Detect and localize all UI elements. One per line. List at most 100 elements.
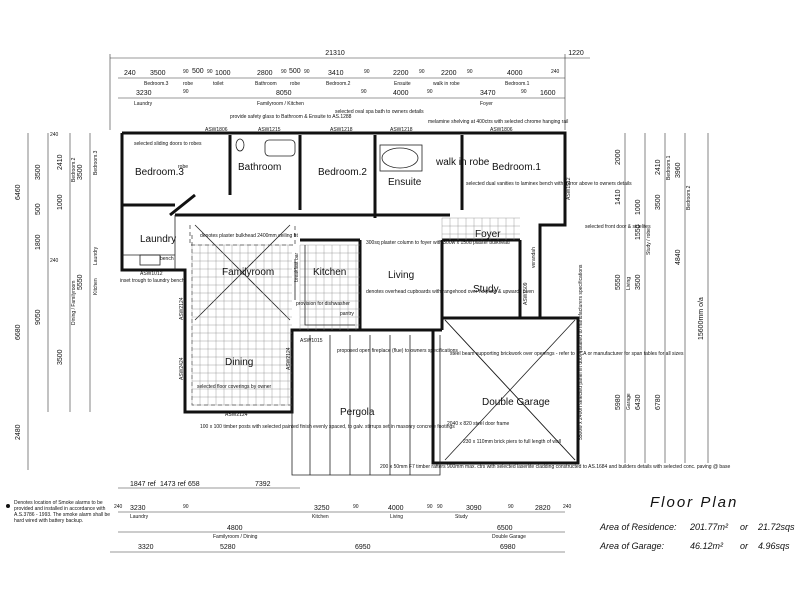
smoke-alarm-legend: Denotes location of Smoke alarms to be p… — [6, 500, 111, 524]
note-floor-cover: selected floor coverings by owner — [197, 384, 272, 390]
svg-text:90: 90 — [183, 504, 189, 510]
svg-text:1000: 1000 — [57, 194, 64, 210]
svg-text:Garage: Garage — [626, 393, 632, 410]
area-or-2: or — [740, 541, 749, 551]
svg-text:90: 90 — [304, 69, 310, 75]
svg-text:3230: 3230 — [136, 90, 152, 97]
kitchen-pantry: pantry — [340, 311, 354, 317]
pergola-structure — [291, 335, 441, 476]
svg-text:Living: Living — [390, 514, 403, 520]
svg-text:1800: 1800 — [35, 234, 42, 250]
svg-text:ASW2124: ASW2124 — [179, 297, 185, 320]
svg-text:1473 ref: 1473 ref — [160, 481, 186, 488]
svg-text:6460: 6460 — [15, 184, 22, 200]
room-bedroom2: Bedroom.2 — [318, 167, 367, 178]
svg-text:3320: 3320 — [138, 544, 154, 551]
svg-text:3500: 3500 — [77, 164, 84, 180]
svg-text:4000: 4000 — [388, 505, 404, 512]
svg-text:2800: 2800 — [257, 70, 273, 77]
svg-text:240: 240 — [124, 70, 136, 77]
room-living: Living — [388, 270, 414, 281]
svg-text:90: 90 — [419, 69, 425, 75]
note-bulkhead: denotes plaster bulkhead 2400mm ceiling … — [200, 233, 298, 239]
svg-text:500: 500 — [289, 68, 301, 75]
svg-text:5280: 5280 — [220, 544, 236, 551]
left-dimensions: 6460 6680 2480 3500 500 1800 9050 2410 1… — [15, 132, 99, 470]
svg-text:4840: 4840 — [675, 249, 682, 265]
svg-text:ASW1015: ASW1015 — [300, 338, 323, 344]
note-trough: inset trough to laundry bench — [120, 278, 185, 284]
svg-text:240: 240 — [563, 504, 572, 510]
svg-text:2410: 2410 — [57, 154, 64, 170]
note-safety-glass: provide safety glass to Bathroom & Ensui… — [230, 114, 352, 120]
area-residence-label: Area of Residence: — [599, 522, 677, 532]
bulkhead-dashed — [189, 225, 296, 406]
overhang-dim: 1220 — [568, 50, 584, 57]
laundry-bench: bench — [160, 256, 174, 262]
spa-surround — [379, 144, 423, 172]
svg-text:500: 500 — [192, 68, 204, 75]
svg-text:Bathroom: Bathroom — [255, 81, 277, 87]
svg-text:90: 90 — [427, 504, 433, 510]
svg-text:240: 240 — [551, 69, 560, 75]
bathtub — [264, 139, 296, 157]
room-bathroom: Bathroom — [238, 162, 281, 173]
svg-text:3410: 3410 — [328, 70, 344, 77]
svg-text:ASW1218: ASW1218 — [330, 127, 353, 133]
note-panel-door: 5500w x 2400h selected panel lift door i… — [578, 264, 584, 440]
area-residence-sq: 21.72sqs — [757, 522, 795, 532]
svg-text:Living: Living — [626, 277, 632, 290]
room-pergola: Pergola — [340, 407, 375, 418]
overall-width: 21310 — [325, 50, 345, 57]
svg-text:4000: 4000 — [393, 90, 409, 97]
svg-text:2410: 2410 — [655, 159, 662, 175]
svg-text:toilet: toilet — [213, 81, 224, 87]
toilet-icon — [235, 138, 245, 152]
note-front-door: selected front door & sidelites — [585, 224, 651, 230]
note-door-frame: 2040 x 820 steel door frame — [447, 421, 509, 427]
svg-text:Bedroom.1: Bedroom.1 — [505, 81, 530, 87]
svg-text:90: 90 — [207, 69, 213, 75]
svg-text:Laundry: Laundry — [93, 246, 99, 265]
svg-text:2820: 2820 — [535, 505, 551, 512]
note-fireplace: proposed open fireplace (flue) to owners… — [337, 348, 458, 354]
room-labels: Bedroom.3 Bathroom Bedroom.2 Ensuite wal… — [135, 157, 550, 418]
window-tags: ASW1806 ASW1215 ASW1218 ASW1218 ASW1806 … — [140, 127, 572, 418]
svg-text:ASW2124: ASW2124 — [225, 412, 248, 418]
note-brick-piers: 230 x 110mm brick piers to full length o… — [463, 439, 561, 445]
note-overhead: denotes overhead cupboards with rangehoo… — [366, 289, 534, 295]
room-ensuite: Ensuite — [388, 177, 422, 188]
room-verandah: verandah — [531, 247, 537, 268]
svg-text:Kitchen: Kitchen — [93, 278, 99, 295]
svg-text:90: 90 — [361, 89, 367, 95]
svg-text:3500: 3500 — [635, 274, 642, 290]
svg-text:1847 ref: 1847 ref — [130, 481, 156, 488]
svg-text:6680: 6680 — [15, 324, 22, 340]
svg-text:9050: 9050 — [35, 309, 42, 325]
svg-text:4800: 4800 — [227, 525, 243, 532]
svg-text:90: 90 — [437, 504, 443, 510]
smoke-alarm-note: Denotes location of Smoke alarms to be p… — [14, 500, 111, 524]
room-walkin-robe: walk in robe — [435, 157, 490, 168]
kitchen-bench — [304, 245, 355, 326]
area-garage-label: Area of Garage: — [599, 541, 665, 551]
smoke-alarm-icon — [6, 504, 10, 508]
svg-text:Foyer: Foyer — [480, 101, 493, 107]
svg-text:2480: 2480 — [15, 424, 22, 440]
note-timber-posts: 100 x 100 timber posts with selected pai… — [200, 424, 455, 430]
svg-text:6780: 6780 — [655, 394, 662, 410]
svg-text:Ensuite: Ensuite — [394, 81, 411, 87]
note-sliding-doors: selected sliding doors to robes — [134, 141, 202, 147]
svg-text:3500: 3500 — [655, 194, 662, 210]
svg-text:Study / robe: Study / robe — [646, 228, 652, 255]
svg-text:robe: robe — [290, 81, 300, 87]
title-block: Floor Plan Area of Residence: 201.77m² o… — [599, 494, 795, 551]
svg-text:Study: Study — [455, 514, 468, 520]
svg-text:Bedroom.3: Bedroom.3 — [93, 150, 99, 175]
note-rafters: 200 x 50mm F7 timber rafters 900mm max. … — [380, 464, 730, 470]
svg-text:Laundry: Laundry — [130, 514, 149, 520]
svg-text:5980: 5980 — [615, 394, 622, 410]
svg-text:2200: 2200 — [441, 70, 457, 77]
room-dining: Dining — [225, 357, 253, 368]
bed3-robe: robe — [178, 164, 188, 170]
